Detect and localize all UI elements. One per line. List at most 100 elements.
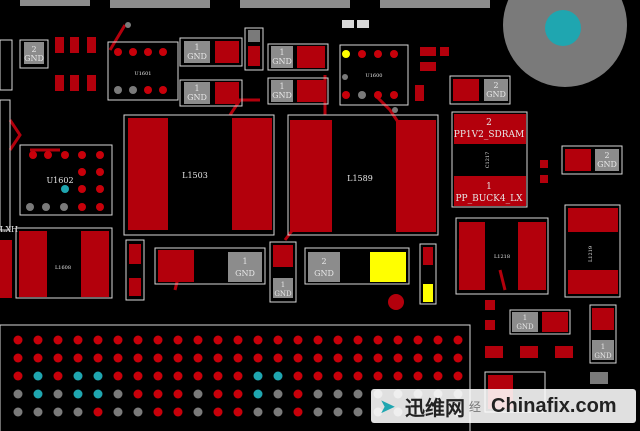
copper-pad[interactable]	[453, 79, 479, 101]
gnd-pad[interactable]	[184, 41, 210, 63]
bga-ball	[373, 353, 383, 363]
soc-outline[interactable]	[0, 324, 471, 431]
gnd-pad[interactable]	[271, 46, 293, 68]
watermark-sub: 经	[469, 399, 482, 414]
bga-ball	[333, 407, 343, 417]
copper-pad[interactable]	[297, 46, 325, 68]
bga-ball	[133, 353, 143, 363]
bga-ball	[133, 407, 143, 417]
bga-ball	[393, 371, 403, 381]
bga-ball	[393, 353, 403, 363]
bga-ball	[73, 335, 83, 345]
bga-ball	[313, 407, 323, 417]
bga-ball	[53, 407, 63, 417]
u1600-balls	[342, 50, 398, 99]
l1503-pad-right[interactable]	[232, 118, 272, 230]
watermark: ➤ 迅维网 经 Chinafix.com	[371, 389, 636, 423]
bga-ball	[93, 371, 103, 381]
l1589-outline[interactable]	[287, 114, 439, 236]
l1589-pad-right[interactable]	[396, 120, 436, 232]
l1218-outline[interactable]	[455, 217, 549, 295]
bga-ball	[293, 335, 303, 345]
gnd-label: GND	[594, 352, 612, 360]
gnd-pad[interactable]	[512, 312, 538, 332]
bga-ball	[453, 335, 463, 345]
bga-ball	[173, 389, 183, 399]
bga-ball	[213, 389, 223, 399]
copper-pad[interactable]	[215, 82, 239, 104]
c1217-pad-bottom[interactable]	[454, 176, 526, 206]
bga-ball	[433, 335, 443, 345]
top-gnd-pad	[380, 0, 490, 8]
lxh-label: LXH	[0, 225, 18, 234]
l1219-pad-bottom[interactable]	[568, 270, 618, 294]
bga-ball	[333, 353, 343, 363]
l1218-pad-right[interactable]	[518, 222, 546, 290]
bga-ball	[153, 335, 163, 345]
highlighted-pad[interactable]	[370, 252, 406, 282]
gnd-pad[interactable]	[595, 149, 619, 171]
gnd-pad[interactable]	[271, 80, 293, 102]
net-label-pp-buck4-lx: PP_BUCK4_LX	[455, 194, 523, 204]
u1600-outline[interactable]	[339, 44, 409, 106]
highlighted-pad[interactable]	[423, 284, 433, 302]
bga-ball	[13, 353, 23, 363]
l1503-label: L1503	[182, 171, 208, 180]
l1218-pad-left[interactable]	[459, 222, 485, 290]
pin-number: 1	[281, 281, 285, 289]
copper-pad[interactable]	[565, 149, 591, 171]
bga-ball	[253, 335, 263, 345]
bga-ball	[93, 335, 103, 345]
bga-ball	[313, 335, 323, 345]
u1601-outline[interactable]	[107, 41, 179, 101]
bga-ball	[373, 335, 383, 345]
gnd-pad[interactable]	[308, 252, 340, 282]
l1608-label: L1608	[55, 265, 71, 271]
copper-pad[interactable]	[215, 41, 239, 63]
gnd-label: GND	[486, 90, 506, 99]
gnd-pad[interactable]	[24, 42, 44, 64]
gnd-pad[interactable]	[228, 252, 262, 282]
l1608-pad-right[interactable]	[81, 231, 109, 297]
bga-ball	[193, 335, 203, 345]
gnd-pad[interactable]	[484, 79, 508, 101]
copper-pad[interactable]	[297, 80, 325, 102]
gnd-pad[interactable]	[184, 82, 210, 104]
l1219-outline[interactable]	[564, 204, 621, 298]
bga-ball	[33, 389, 43, 399]
bga-ball	[173, 353, 183, 363]
copper-pad[interactable]	[542, 312, 568, 332]
bga-ball	[373, 371, 383, 381]
bga-ball	[353, 335, 363, 345]
pin-number: 1	[523, 314, 527, 322]
bga-ball	[253, 389, 263, 399]
l1218-label: L1218	[494, 254, 510, 260]
l1503-pad-left[interactable]	[128, 118, 168, 230]
bga-ball	[93, 389, 103, 399]
bga-ball	[33, 407, 43, 417]
c1217-pad-top[interactable]	[454, 114, 526, 144]
l1608-pad-left[interactable]	[19, 231, 47, 297]
gnd-pad[interactable]	[592, 340, 614, 360]
bga-ball	[293, 407, 303, 417]
bga-ball	[173, 335, 183, 345]
copper-pad[interactable]	[158, 250, 194, 282]
test-point[interactable]	[388, 294, 404, 310]
c1217-label: C1217	[485, 152, 491, 169]
bga-ball	[113, 407, 123, 417]
bga-ball	[113, 371, 123, 381]
c1217-outline[interactable]	[451, 111, 528, 208]
gnd-pad[interactable]	[273, 278, 293, 298]
mounting-hole-center	[545, 10, 581, 46]
bga-ball	[333, 335, 343, 345]
bga-ball	[313, 371, 323, 381]
u1602-outline[interactable]	[19, 144, 113, 216]
l1589-label: L1589	[347, 174, 373, 183]
l1589-pad-left[interactable]	[290, 120, 332, 232]
l1503-outline[interactable]	[123, 114, 275, 236]
l1608-outline[interactable]	[15, 227, 113, 299]
l1219-pad-top[interactable]	[568, 208, 618, 232]
bga-ball	[453, 371, 463, 381]
gnd-label: GND	[597, 160, 617, 169]
bga-ball	[53, 389, 63, 399]
